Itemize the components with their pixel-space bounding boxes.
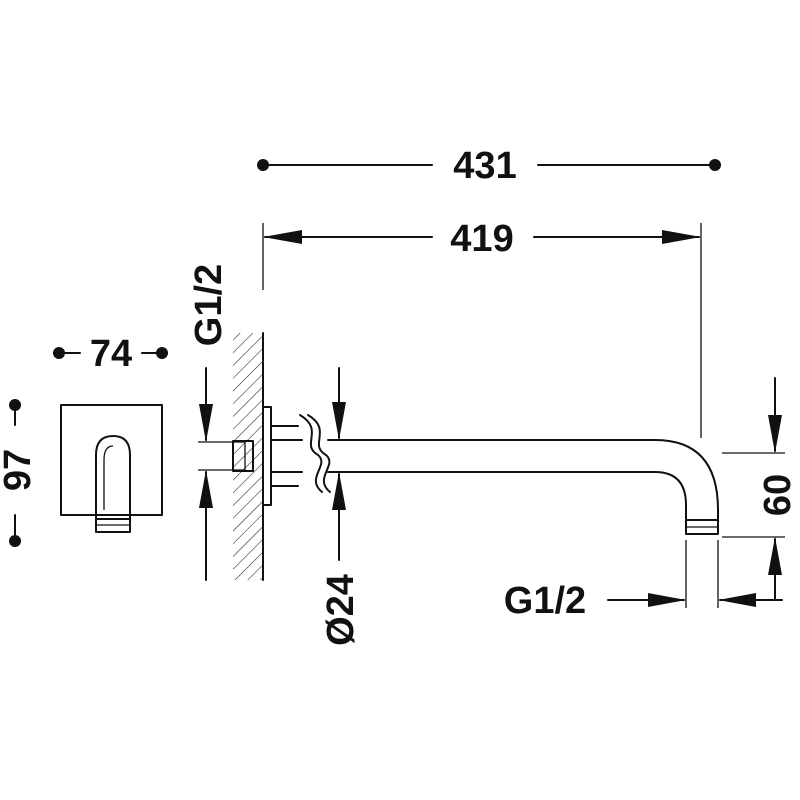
- dimension-plate-width: 74: [53, 333, 168, 375]
- break-symbol: [299, 414, 323, 493]
- wall-connection-label: G1/2: [188, 264, 230, 346]
- wall-section: [233, 332, 264, 581]
- dimension-wall-connection: G1/2: [188, 264, 245, 581]
- arrowhead: [332, 402, 346, 440]
- arrowhead: [263, 230, 302, 244]
- arrowhead: [768, 415, 782, 453]
- arrowhead: [332, 472, 346, 510]
- break-symbol: [307, 414, 331, 493]
- arm-front-highlight: [103, 445, 114, 510]
- arm-bottom-edge: [327, 471, 687, 521]
- arrowhead: [199, 470, 213, 508]
- threaded-connector: [232, 440, 254, 472]
- wall-plate-front-view: [60, 404, 163, 533]
- arrowhead: [199, 404, 213, 442]
- pipe-diameter-label: Ø24: [320, 574, 362, 646]
- arm-length-label: 419: [450, 218, 513, 260]
- arrowhead: [648, 593, 686, 607]
- dimension-overall-length: 431: [257, 145, 721, 187]
- arrowhead: [718, 593, 756, 607]
- plate-width-label: 74: [90, 333, 132, 375]
- dimension-plate-height: 97: [0, 399, 39, 547]
- dimension-outlet-connection: G1/2: [504, 540, 783, 622]
- dimension-outlet-drop: 60: [722, 377, 799, 601]
- arrowhead: [768, 537, 782, 575]
- arrowhead: [662, 230, 701, 244]
- arm-top-edge: [327, 439, 719, 521]
- overall-length-label: 431: [453, 145, 516, 187]
- wall-hatching: [233, 333, 263, 580]
- plate-height-label: 97: [0, 449, 39, 491]
- arm-front-outline: [95, 435, 131, 520]
- wall-connector: [232, 406, 299, 506]
- wall-plate: [60, 404, 163, 516]
- shower-arm: [270, 414, 719, 535]
- wall-flange: [262, 406, 272, 506]
- outlet-drop-label: 60: [757, 474, 799, 516]
- dimension-pipe-diameter: Ø24: [320, 367, 362, 646]
- dimension-arm-length: 419: [262, 218, 702, 438]
- outlet-connection-label: G1/2: [504, 580, 586, 622]
